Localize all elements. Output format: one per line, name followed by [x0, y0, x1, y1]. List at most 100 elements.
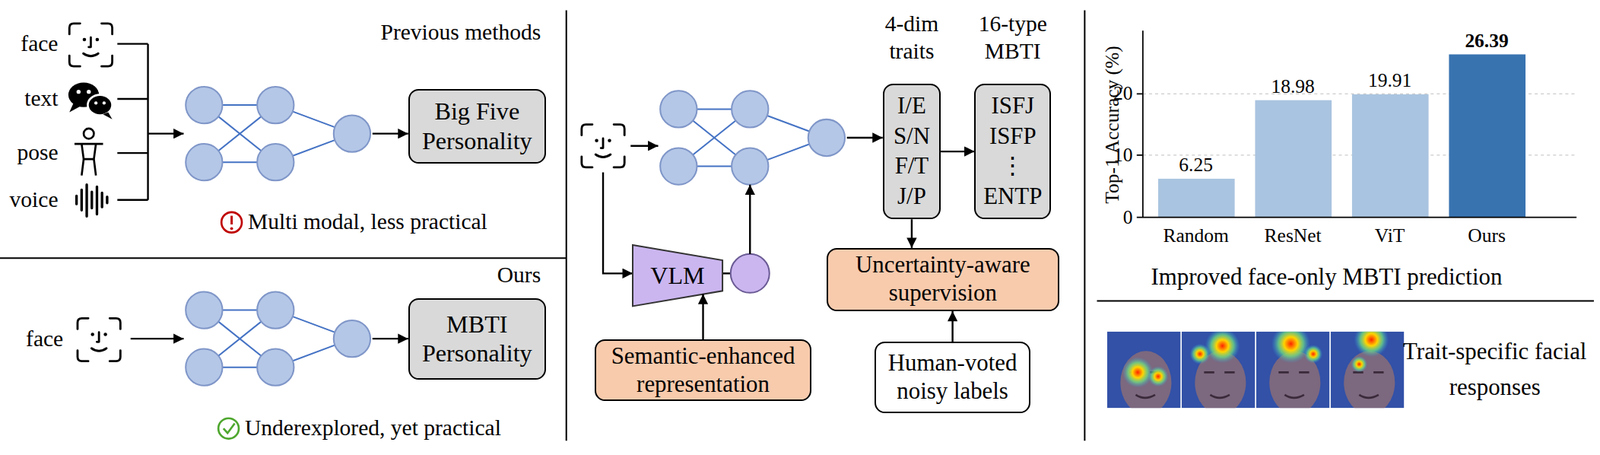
art-g — [74, 128, 104, 176]
art-path — [223, 422, 235, 433]
art-use — [185, 86, 371, 181]
text-label: ViT — [1374, 224, 1406, 247]
node-text: S/N — [893, 121, 931, 153]
art-circle — [230, 226, 234, 230]
list-box: 16-type MBTIISFJISFP⋮ENTP — [974, 83, 1051, 220]
process-box: MBTI Personality — [408, 298, 547, 380]
arrow-connector — [911, 219, 913, 248]
text-label: 18.98 — [1270, 75, 1315, 98]
text-label: face — [20, 31, 58, 58]
art-use — [185, 291, 371, 385]
art-circle — [1351, 355, 1368, 372]
art-circle — [102, 101, 106, 105]
art-circle — [730, 253, 770, 293]
node-text: VLM — [650, 260, 705, 291]
art-circle — [1148, 365, 1169, 387]
node-text: Human-voted noisy labels — [879, 349, 1026, 406]
art-circle — [76, 89, 81, 94]
node-text: ISFJ — [990, 91, 1035, 122]
warning-icon — [221, 212, 242, 233]
node-text: I/E — [897, 91, 927, 122]
art-use — [1107, 331, 1181, 415]
text-label: Random — [1162, 224, 1229, 247]
vlm-trapezoid: VLM — [632, 244, 723, 306]
art-path — [103, 111, 113, 119]
art-path — [630, 145, 658, 147]
art-circle — [86, 89, 91, 94]
text-label: 0 — [1123, 206, 1134, 229]
art-rect — [1352, 94, 1429, 218]
text-label: Top-1 Accuracy (%) — [1101, 45, 1124, 204]
art-path — [69, 102, 81, 112]
text-label: text — [24, 85, 58, 112]
art-path — [76, 184, 108, 217]
text-label: 10 — [1113, 143, 1133, 166]
art-path — [603, 172, 633, 274]
node-text: Uncertainty-aware supervision — [831, 250, 1054, 308]
text-label: face — [25, 326, 64, 353]
arrow-connector — [701, 293, 704, 340]
node-text: ENTP — [983, 181, 1042, 213]
node-text: MBTI Personality — [413, 309, 540, 369]
process-box: Semantic-enhanced representation — [594, 339, 811, 400]
art-use — [660, 90, 845, 185]
text-label: Multi modal, less practical — [247, 209, 488, 235]
trapezoid-shape — [632, 244, 723, 306]
art-circle — [221, 212, 242, 233]
text-label: 26.39 — [1464, 29, 1508, 52]
art-path — [847, 136, 883, 139]
art-circle — [1205, 328, 1241, 364]
art-circle — [83, 128, 94, 139]
node-text: Semantic-enhanced representation — [600, 342, 807, 399]
box-heading: 16-type MBTI — [964, 10, 1061, 65]
text-label: Previous methods — [380, 19, 541, 46]
node-text: F/T — [895, 151, 930, 182]
text-label: ResNet — [1264, 224, 1322, 247]
art-svg — [1181, 328, 1256, 415]
art-use — [77, 317, 121, 361]
list-box: 4-dim traitsI/ES/NF/TJ/P — [882, 83, 941, 220]
text-label: Trait-specific facial responses — [1397, 333, 1592, 405]
art-path — [130, 337, 185, 340]
box-heading: 4-dim traits — [873, 10, 951, 65]
node-text: ISFP — [989, 121, 1037, 153]
heatmap-images — [1107, 322, 1404, 415]
art-svg — [1256, 323, 1331, 414]
text-label: Ours — [497, 262, 541, 289]
art-path — [749, 184, 751, 254]
art-use — [69, 23, 112, 67]
art-use — [581, 124, 625, 168]
input-bracket — [117, 44, 184, 200]
node-text: ⋮ — [1000, 151, 1025, 182]
art-path — [372, 132, 409, 134]
art-svg — [1330, 322, 1405, 415]
process-box: Uncertainty-aware supervision — [826, 247, 1060, 312]
arrow-connector — [940, 150, 975, 153]
art-circle — [1122, 356, 1153, 388]
art-circle — [1354, 322, 1390, 358]
art-path — [148, 132, 185, 134]
ours-network — [77, 291, 409, 385]
modality-icons — [68, 23, 113, 216]
panel-separators — [0, 9, 1594, 441]
bar-chart — [1136, 30, 1577, 217]
art-circle — [1304, 344, 1323, 363]
art-path — [372, 337, 409, 340]
art-path — [117, 44, 148, 200]
text-label: voice — [9, 187, 59, 213]
art-path — [74, 143, 104, 176]
node-text: J/P — [897, 181, 927, 213]
text-label: Ours — [1467, 224, 1506, 247]
text-label: Underexplored, yet practical — [244, 415, 502, 442]
process-box: Human-voted noisy labels — [874, 341, 1031, 413]
art-path — [230, 215, 233, 225]
text-label: 6.25 — [1178, 154, 1213, 177]
text-label: 19.91 — [1368, 69, 1412, 92]
process-box: Big Five Personality — [408, 88, 547, 164]
text-label: Improved face-only MBTI prediction — [1150, 263, 1502, 291]
arrow-connector — [951, 311, 953, 342]
art-path — [1136, 30, 1577, 217]
art-ellipse — [87, 95, 112, 116]
